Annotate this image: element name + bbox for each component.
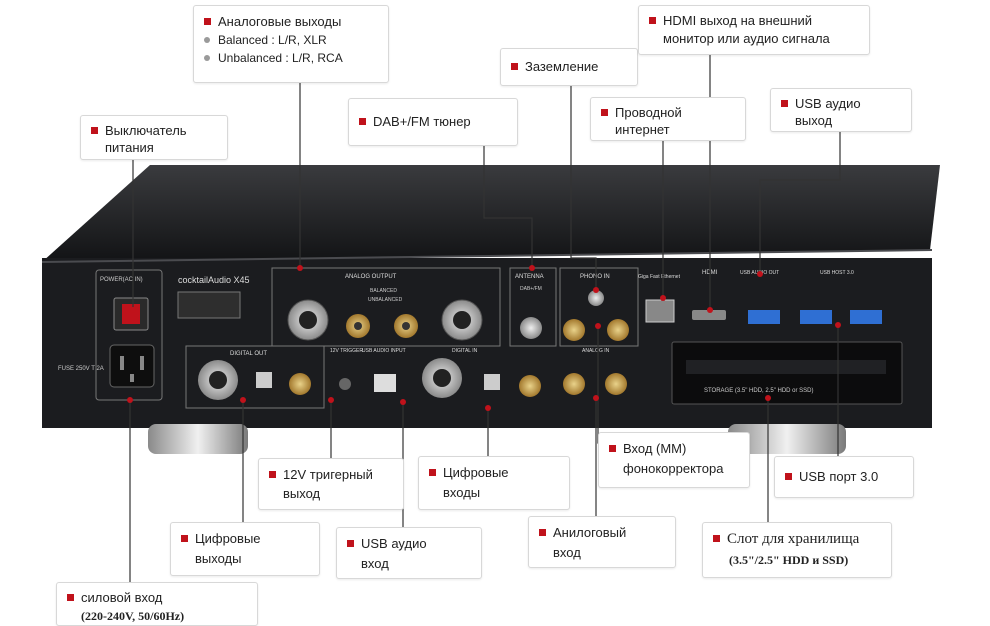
optical-in xyxy=(484,374,500,390)
marker-icon xyxy=(713,535,720,542)
marker-icon xyxy=(511,63,518,70)
hdmi-port xyxy=(692,310,726,320)
usb3-port-2 xyxy=(850,310,882,324)
svg-text:12V TRIGGER: 12V TRIGGER xyxy=(330,348,363,354)
callout-ethernet: Проводной интернет xyxy=(590,97,746,141)
phono-left xyxy=(563,319,585,341)
trigger-jack xyxy=(339,378,351,390)
marker-icon xyxy=(204,18,211,25)
callout-analog-outputs: Аналоговые выходы Balanced : L/R, XLR Un… xyxy=(193,5,389,83)
svg-text:BALANCED: BALANCED xyxy=(370,288,397,294)
callout-analog-in: Анилоговый вход xyxy=(528,516,676,568)
marker-icon xyxy=(359,118,366,125)
usb-audio-out-port xyxy=(748,310,780,324)
callout-trigger: 12V тригерный выход xyxy=(258,458,404,510)
callout-power-in: силовой вход (220-240V, 50/60Hz) xyxy=(56,582,258,626)
optical-out xyxy=(256,372,272,388)
fuse-label: FUSE 250V T 2A xyxy=(58,366,104,372)
marker-icon xyxy=(347,540,354,547)
leader-markers xyxy=(127,265,841,411)
marker-icon xyxy=(609,445,616,452)
callout-phono: Вход (MM) фонокорректора xyxy=(598,432,750,488)
marker-icon xyxy=(429,469,436,476)
coax-out xyxy=(289,373,311,395)
brand-logo: cocktailAudio X45 xyxy=(178,275,250,285)
power-label: POWER(AC IN) xyxy=(100,277,143,283)
marker-icon xyxy=(91,127,98,134)
svg-text:USB HOST 3.0: USB HOST 3.0 xyxy=(820,270,854,276)
foot-left xyxy=(148,424,248,454)
marker-icon xyxy=(67,594,74,601)
callout-usb-audio-out: USB аудио выход xyxy=(770,88,912,132)
iec-inlet xyxy=(109,344,155,388)
callout-digital-in: Цифровые входы xyxy=(418,456,570,510)
marker-icon xyxy=(781,100,788,107)
callout-hdmi: HDMI выход на внешний монитор или аудио … xyxy=(638,5,870,55)
marker-icon xyxy=(269,471,276,478)
svg-text:DAB+/FM: DAB+/FM xyxy=(520,286,542,292)
callout-usb3: USB порт 3.0 xyxy=(774,456,914,498)
svg-text:ANALOG OUTPUT: ANALOG OUTPUT xyxy=(345,274,397,280)
svg-text:USB AUDIO INPUT: USB AUDIO INPUT xyxy=(362,348,406,354)
svg-text:ANTENNA: ANTENNA xyxy=(515,274,544,280)
ground-post xyxy=(588,290,604,306)
coax-in xyxy=(519,375,541,397)
callout-dab-fm: DAB+/FM тюнер xyxy=(348,98,518,146)
usb-b-in xyxy=(374,374,396,392)
svg-text:DIGITAL IN: DIGITAL IN xyxy=(452,348,478,354)
ethernet-port xyxy=(645,299,675,323)
marker-icon xyxy=(785,473,792,480)
foot-right xyxy=(728,424,846,454)
phono-right xyxy=(607,319,629,341)
callout-power-switch: Выключатель питания xyxy=(80,115,228,160)
usb3-port-1 xyxy=(800,310,832,324)
marker-icon xyxy=(181,535,188,542)
callout-digital-out: Цифровые выходы xyxy=(170,522,320,576)
bullet-icon xyxy=(204,55,210,61)
chassis-top xyxy=(42,165,940,262)
callout-storage: Слот для хранилища (3.5"/2.5" HDD и SSD) xyxy=(702,522,892,578)
antenna-connector xyxy=(520,317,542,339)
svg-text:PHONO IN: PHONO IN xyxy=(580,274,610,280)
callout-usb-audio-in: USB аудио вход xyxy=(336,527,482,579)
marker-icon xyxy=(601,109,608,116)
analog-in-left xyxy=(563,373,585,395)
marker-icon xyxy=(649,17,656,24)
svg-text:Giga Fast Ethernet: Giga Fast Ethernet xyxy=(638,274,681,280)
svg-text:STORAGE (3.5" HDD, 2.5" HDD or: STORAGE (3.5" HDD, 2.5" HDD or SSD) xyxy=(704,388,814,394)
svg-text:UNBALANCED: UNBALANCED xyxy=(368,297,403,303)
analog-in-right xyxy=(605,373,627,395)
svg-text:ANALOG IN: ANALOG IN xyxy=(582,348,610,354)
svg-text:DIGITAL OUT: DIGITAL OUT xyxy=(230,351,267,357)
marker-icon xyxy=(539,529,546,536)
bullet-icon xyxy=(204,37,210,43)
callout-ground: Заземление xyxy=(500,48,638,86)
